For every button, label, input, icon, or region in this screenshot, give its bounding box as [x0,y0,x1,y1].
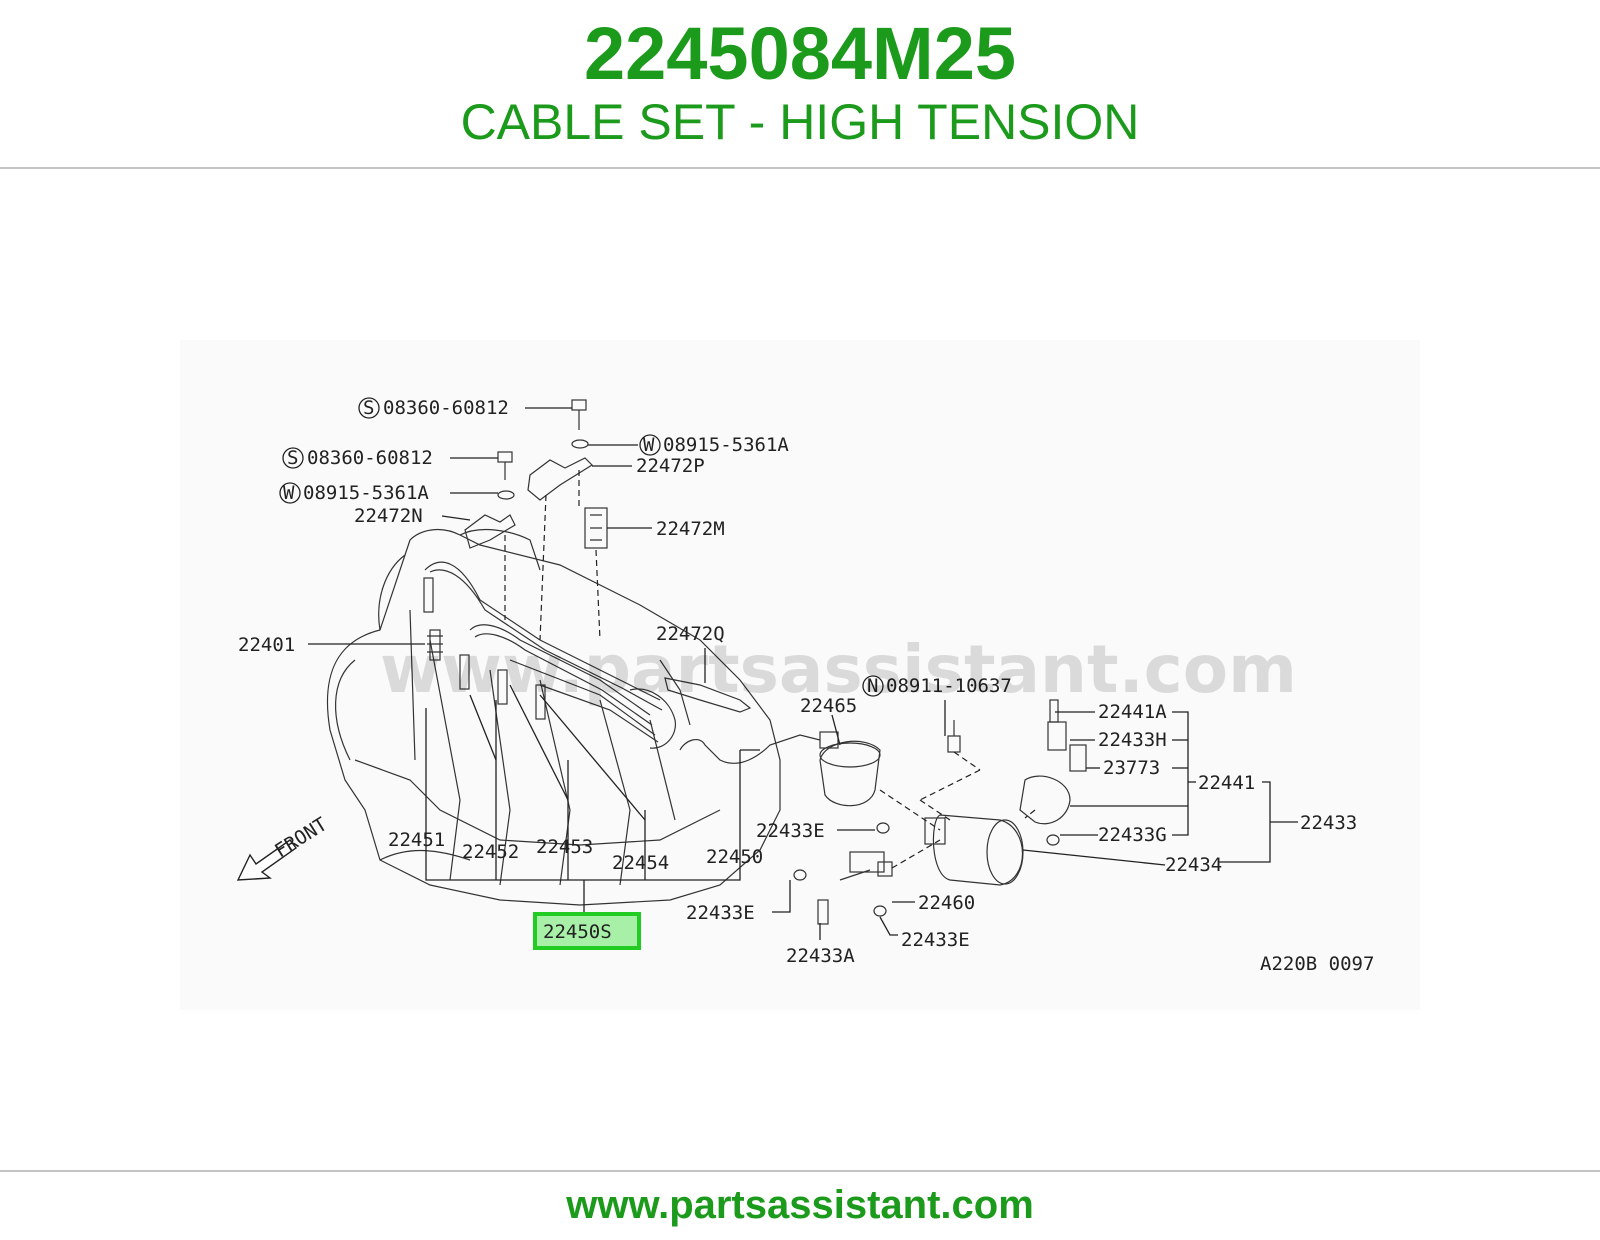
callout-22460[interactable]: 22460 [918,892,975,914]
callout-22454[interactable]: 22454 [612,852,669,874]
ignition-components-sketch [793,699,1087,925]
leader-lines [308,407,1298,940]
callout-22472n[interactable]: 22472N [354,505,423,527]
cable-harness-sketch [423,561,839,764]
callout-08360-60812-top[interactable]: 08360-60812 [383,397,509,419]
callout-labels: 08360-60812 08360-60812 08915-5361A 0891… [238,397,1374,975]
callout-22472m[interactable]: 22472M [656,518,725,540]
part-number-title: 2245084M25 [583,12,1017,95]
callout-symbols: S S W W N [279,397,884,697]
callout-22441a[interactable]: 22441A [1098,701,1167,723]
diagram-drawing: FRONT S S W W N 08360-60812 08360-60812 … [180,340,1420,1010]
callout-22441[interactable]: 22441 [1198,772,1255,794]
callout-22450[interactable]: 22450 [706,846,763,868]
callout-22465[interactable]: 22465 [800,695,857,717]
callout-22472q[interactable]: 22472Q [656,623,725,645]
highlight-box[interactable] [533,912,641,950]
callout-22472p[interactable]: 22472P [636,455,705,477]
callout-08915-5361a-left[interactable]: 08915-5361A [303,482,429,504]
callout-22401[interactable]: 22401 [238,634,295,656]
callout-22450s[interactable]: 22450S [543,921,612,943]
parts-diagram: FRONT S S W W N 08360-60812 08360-60812 … [180,340,1420,1010]
spark-plug-sketch [427,629,443,661]
footer-divider [0,1170,1600,1172]
callout-22453[interactable]: 22453 [536,836,593,858]
diagram-backdrop [180,340,1420,1010]
page-header: 2245084M25 CABLE SET - HIGH TENSION [0,0,1600,168]
callout-22433e-3[interactable]: 22433E [901,929,970,951]
highlighted-part-callout[interactable]: 22450S [533,912,641,950]
callout-22433e-2[interactable]: 22433E [686,902,755,924]
symbol-s-1: S [363,397,374,419]
callout-22433e-1[interactable]: 22433E [756,820,825,842]
callout-22433a[interactable]: 22433A [786,945,855,967]
callout-08911-10637[interactable]: 08911-10637 [886,675,1012,697]
part-description: CABLE SET - HIGH TENSION [460,94,1140,150]
symbol-w-1: W [643,434,655,456]
callout-22433h[interactable]: 22433H [1098,729,1167,751]
header-divider [0,167,1600,169]
footer-website-link[interactable]: www.partsassistant.com [566,1183,1034,1227]
diagram-watermark: www.partsassistant.com [380,631,1297,708]
symbol-n: N [867,675,878,697]
callout-22451[interactable]: 22451 [388,829,445,851]
callout-08915-5361a-right[interactable]: 08915-5361A [663,434,789,456]
callout-22433[interactable]: 22433 [1300,812,1357,834]
figure-code: A220B 0097 [1260,953,1374,975]
symbol-w-2: W [283,482,295,504]
symbol-s-2: S [287,447,298,469]
engine-block-sketch [326,528,781,906]
callout-22434[interactable]: 22434 [1165,854,1222,876]
assembly-dashed-lines [504,470,1036,869]
callout-08360-60812-mid[interactable]: 08360-60812 [307,447,433,469]
callout-22452[interactable]: 22452 [462,841,519,863]
callout-23773[interactable]: 23773 [1103,757,1160,779]
callout-22433g[interactable]: 22433G [1098,824,1167,846]
